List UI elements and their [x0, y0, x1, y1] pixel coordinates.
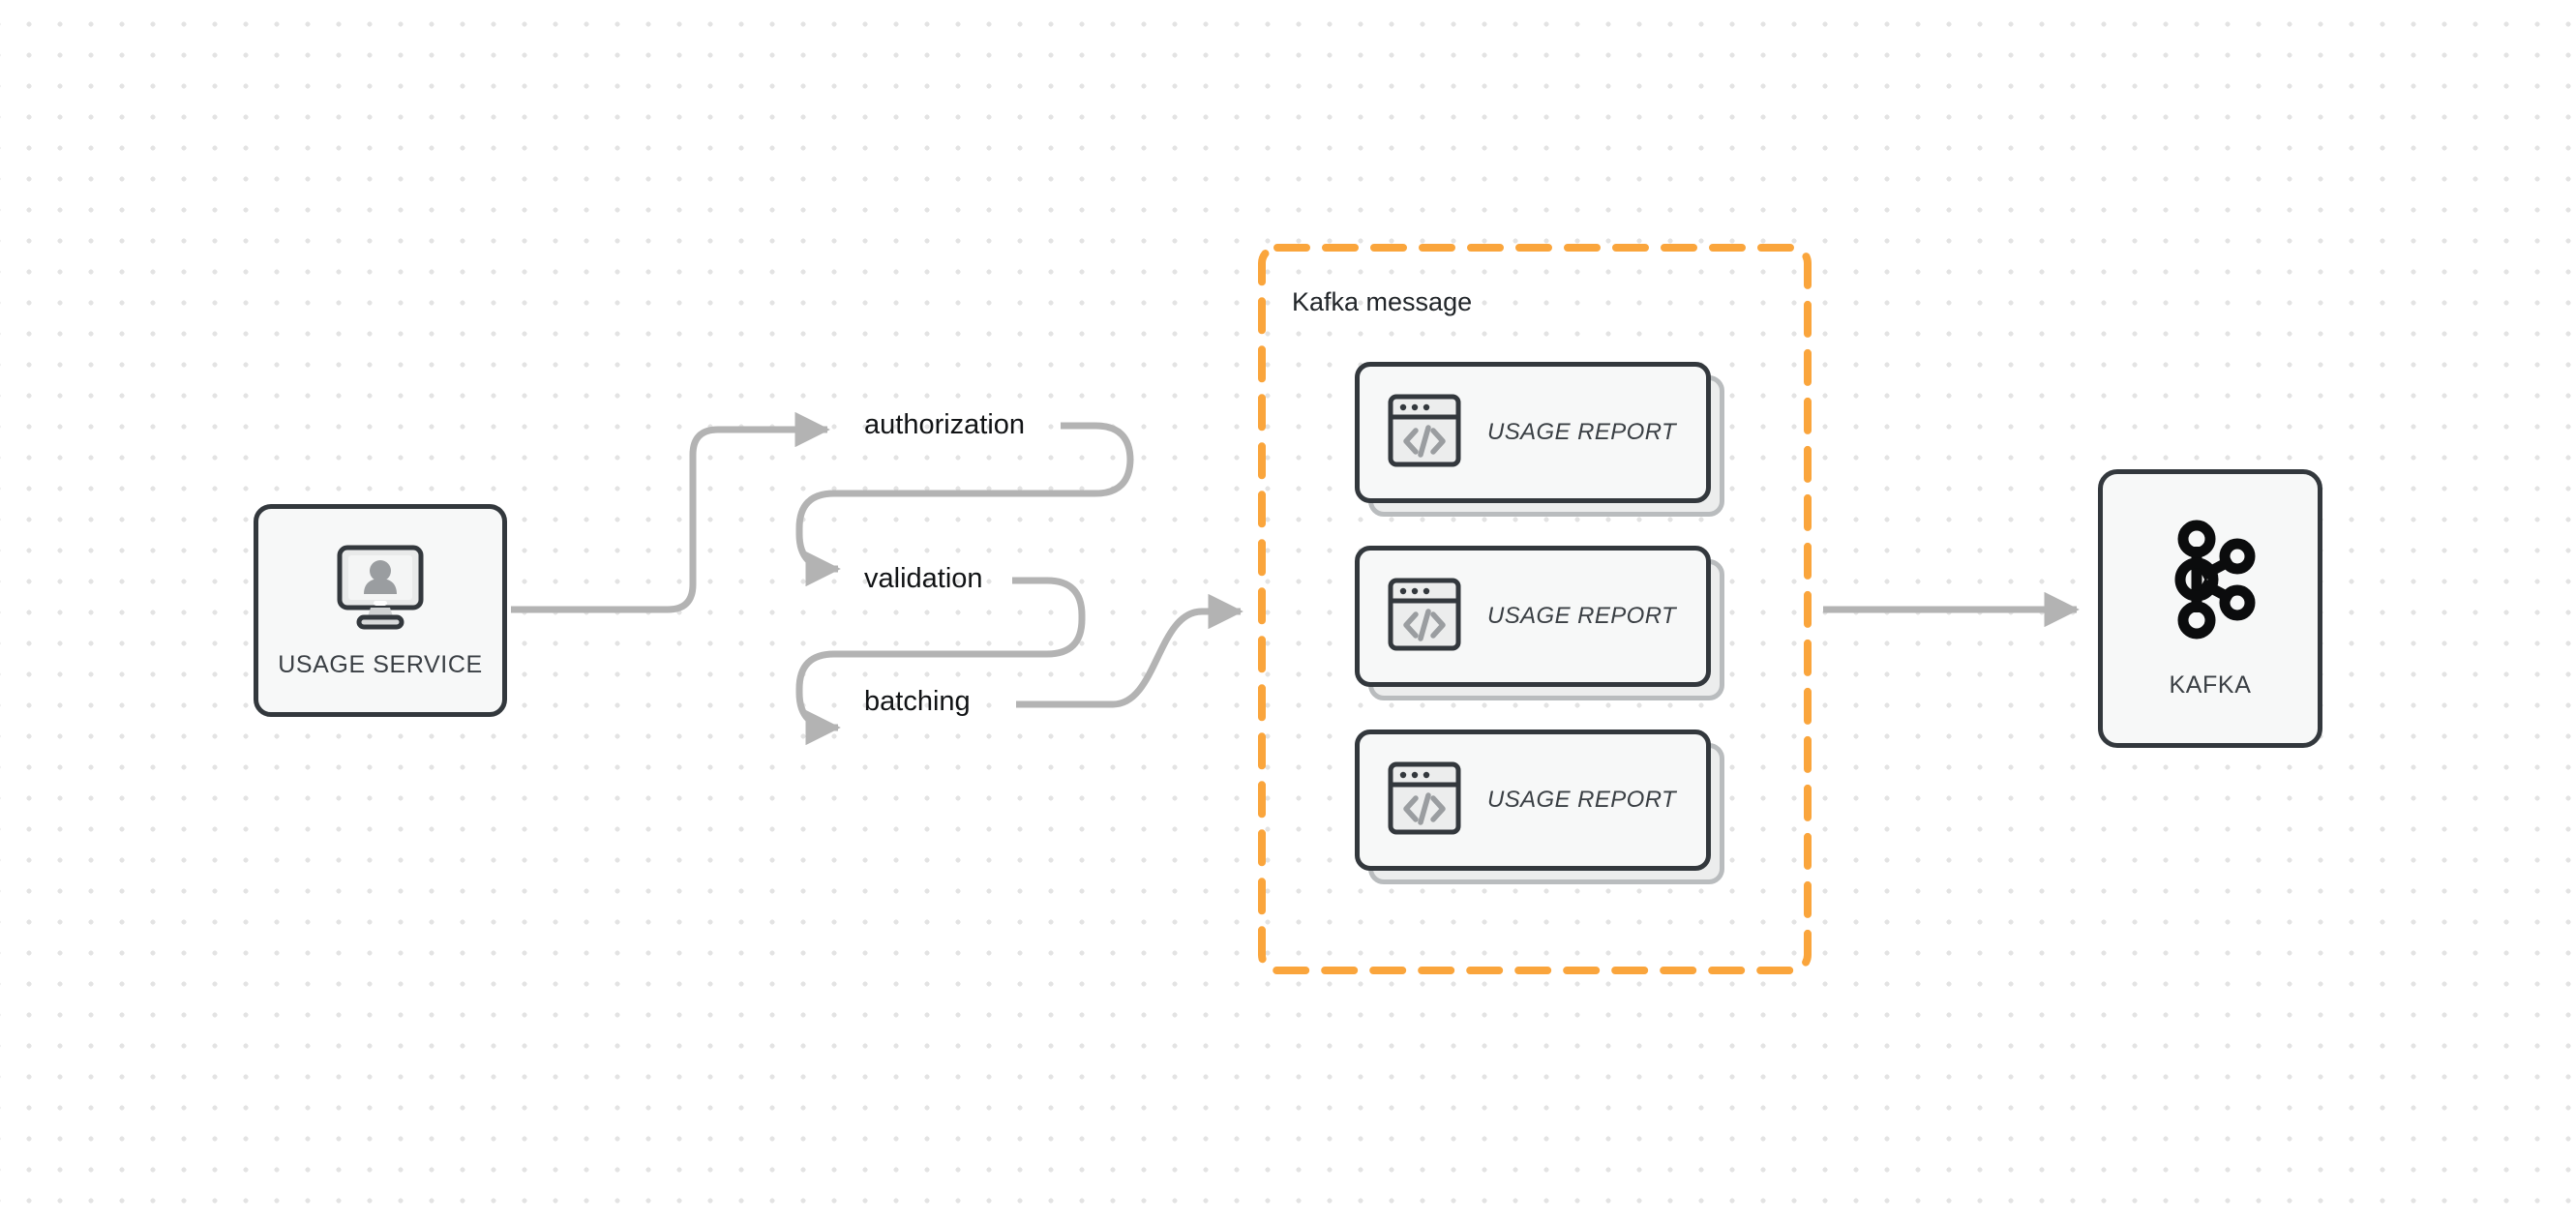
code-window-icon: [1387, 393, 1462, 473]
usage-report-card[interactable]: USAGE REPORT: [1355, 546, 1724, 700]
monitor-user-icon: [332, 542, 429, 636]
card-front[interactable]: USAGE REPORT: [1355, 546, 1711, 687]
card-front[interactable]: USAGE REPORT: [1355, 362, 1711, 503]
node-kafka-label: KAFKA: [2169, 671, 2252, 699]
connector-usage-service-to-authorization: [511, 411, 830, 613]
card-front[interactable]: USAGE REPORT: [1355, 730, 1711, 871]
connector-batching-to-kafka-message: [1016, 593, 1243, 708]
step-label-validation: validation: [864, 563, 983, 594]
code-window-icon: [1387, 577, 1462, 657]
connector-authorization-to-validation: [795, 422, 1134, 587]
usage-report-card-label: USAGE REPORT: [1487, 603, 1677, 629]
kafka-logo-icon: [2160, 518, 2261, 646]
group-kafka-message[interactable]: Kafka message USAGE REP: [1258, 244, 1812, 974]
node-usage-service-label: USAGE SERVICE: [278, 651, 483, 678]
usage-report-card-label: USAGE REPORT: [1487, 419, 1677, 445]
group-kafka-message-title: Kafka message: [1292, 287, 1473, 316]
step-label-authorization: authorization: [864, 409, 1026, 440]
node-kafka[interactable]: KAFKA: [2098, 469, 2322, 748]
usage-report-card-label: USAGE REPORT: [1487, 787, 1677, 813]
node-usage-service[interactable]: USAGE SERVICE: [254, 504, 507, 717]
code-window-icon: [1387, 760, 1462, 841]
usage-report-card[interactable]: USAGE REPORT: [1355, 362, 1724, 517]
step-label-batching: batching: [864, 686, 971, 717]
usage-report-card[interactable]: USAGE REPORT: [1355, 730, 1724, 884]
